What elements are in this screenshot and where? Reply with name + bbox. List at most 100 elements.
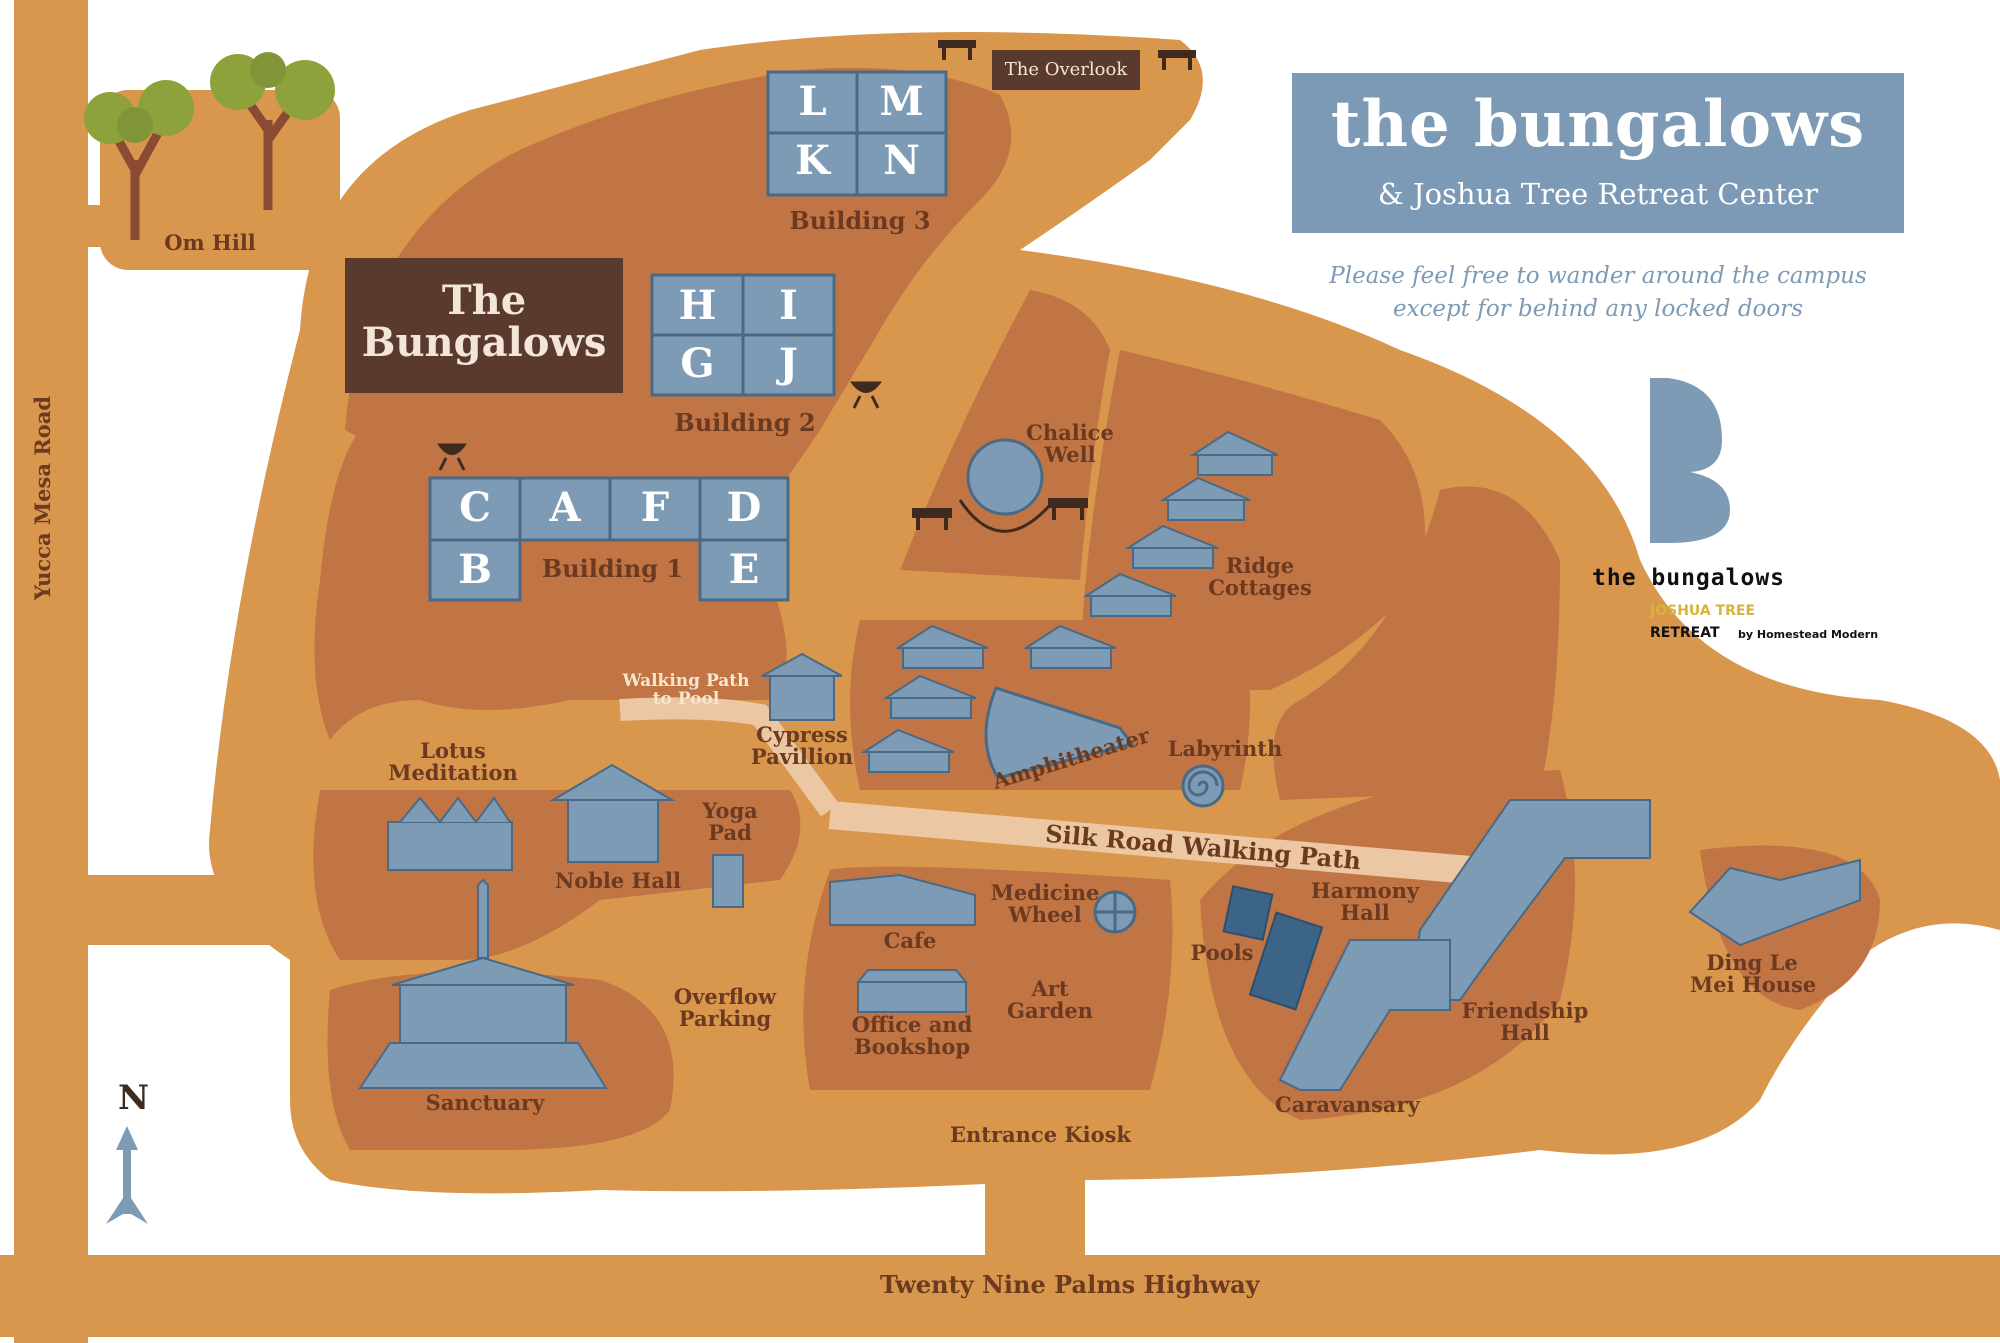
- overflow-parking-label: Overflow Parking: [670, 984, 780, 1032]
- yoga-pad-label: Yoga Pad: [695, 798, 765, 846]
- yoga-label-2: Pad: [708, 820, 752, 846]
- office-and-bookshop-label: Office and Bookshop: [850, 1012, 974, 1060]
- ridge-cottages-label-2: Cottages: [1208, 575, 1312, 601]
- zone-east: [1273, 486, 1560, 800]
- twenty-nine-palms-highway-label: Twenty Nine Palms Highway: [880, 1270, 1260, 1299]
- overflow-label-1: Overflow: [673, 984, 777, 1009]
- om-hill-label: Om Hill: [164, 230, 256, 255]
- north-arrow-icon: [106, 1126, 148, 1224]
- twenty-nine-palms-highway: [0, 1255, 2000, 1337]
- yoga-pad-shape: [712, 854, 744, 908]
- building-1-label: Building 1: [541, 554, 684, 583]
- unit-d: D: [726, 484, 762, 531]
- harmony-label-1: Harmony: [1310, 878, 1420, 903]
- letter-b-logo-icon: [1650, 378, 1730, 543]
- chalice-well-label-1: Chalice: [1026, 420, 1114, 445]
- unit-i: I: [779, 282, 798, 329]
- unit-f: F: [640, 484, 670, 531]
- sanctuary-label: Sanctuary: [425, 1090, 545, 1115]
- office-label-2: Bookshop: [853, 1034, 971, 1060]
- pool-small-shape: [1222, 885, 1274, 941]
- cottage-icon: [1022, 624, 1117, 669]
- unit-b: B: [458, 546, 492, 593]
- medicine-label-1: Medicine: [990, 880, 1100, 905]
- page-subtitle: & Joshua Tree Retreat Center: [1377, 177, 1819, 211]
- noble-hall-label: Noble Hall: [555, 868, 681, 893]
- unit-a: A: [549, 484, 581, 531]
- joshua-tree-icon: [210, 52, 335, 210]
- building-3-label: Building 3: [789, 206, 931, 235]
- cottage-icon: [882, 674, 977, 719]
- brand-name: the bungalows: [1592, 565, 1786, 591]
- bungalows-label-line-2: Bungalows: [361, 319, 607, 366]
- yucca-mesa-road: [14, 0, 88, 1343]
- unit-h: H: [678, 282, 717, 329]
- office-label-1: Office and: [851, 1012, 973, 1037]
- cypress-label-1: Cypress: [756, 722, 848, 747]
- medicine-wheel-icon: [1093, 890, 1137, 934]
- unit-l: L: [798, 78, 827, 125]
- cottage-icon: [1124, 524, 1219, 569]
- bbq-grill-icon: [437, 443, 467, 471]
- overlook-label: The Overlook: [992, 50, 1140, 90]
- medicine-wheel-label: Medicine Wheel: [990, 880, 1100, 928]
- ding-label-2: Mei House: [1690, 972, 1817, 998]
- pools-label: Pools: [1190, 940, 1254, 965]
- amphitheater-shape: [984, 686, 1135, 780]
- bench-icon: [1048, 498, 1088, 520]
- unit-j: J: [779, 340, 798, 387]
- lotus-meditation-shape: [387, 796, 513, 871]
- harmony-hall-label: Harmony Hall: [1310, 878, 1420, 924]
- cafe-shape: [829, 873, 976, 926]
- yoga-label-1: Yoga: [702, 798, 758, 823]
- cypress-pavillion-shape: [761, 652, 843, 721]
- tagline-line-2: except for behind any locked doors: [1392, 296, 1804, 323]
- unit-g: G: [680, 340, 715, 387]
- friendship-hall-label: Friendship Hall: [1455, 998, 1595, 1044]
- pool-large-shape: [1248, 911, 1324, 1011]
- silk-road-walking-path: [828, 801, 1472, 884]
- ridge-cottages-label: Ridge Cottages: [1205, 553, 1315, 601]
- friendship-label-1: Friendship: [1461, 998, 1589, 1023]
- walking-path-label-1: Walking Path: [622, 671, 750, 691]
- bench-icon: [1158, 50, 1196, 70]
- noble-hall-shape: [549, 763, 676, 863]
- lotus-meditation-label: Lotus Meditation: [388, 739, 518, 786]
- unit-c: C: [459, 484, 491, 531]
- cottage-icon: [860, 728, 955, 773]
- office-bookshop-shape: [855, 969, 969, 1013]
- medicine-label-2: Wheel: [1008, 902, 1082, 928]
- cottage-icon: [894, 624, 989, 669]
- cottage-icon: [1082, 572, 1177, 617]
- page-title: the bungalows: [1330, 87, 1866, 162]
- walking-path-to-pool-label: Walking Path to Pool: [618, 671, 754, 709]
- cypress-label-2: Pavillion: [750, 744, 854, 770]
- ding-le-mei-house-shape: [1688, 858, 1861, 947]
- unit-e: E: [728, 546, 760, 593]
- building-3-shape: [766, 70, 948, 197]
- art-label-1: Art: [1031, 976, 1069, 1001]
- ridge-cottages-label-1: Ridge: [1225, 553, 1295, 578]
- art-label-2: Garden: [1007, 998, 1093, 1024]
- yucca-mesa-road-label: Yucca Mesa Road: [30, 395, 55, 600]
- entrance-kiosk-label: Entrance Kiosk: [950, 1122, 1131, 1147]
- labyrinth-spiral-icon: [1181, 764, 1225, 808]
- ding-le-mei-house-label: Ding Le Mei House: [1690, 950, 1817, 998]
- unit-m: M: [879, 78, 924, 125]
- unit-k: K: [795, 137, 830, 184]
- cottage-icon: [1189, 430, 1279, 476]
- cafe-label: Cafe: [883, 928, 937, 953]
- overflow-label-2: Parking: [678, 1006, 772, 1032]
- building-2-label: Building 2: [674, 408, 816, 437]
- bench-icon: [938, 40, 976, 60]
- chalice-well-shape: [958, 438, 1052, 533]
- labyrinth-label: Labyrinth: [1167, 736, 1283, 761]
- walking-path-label-2: to Pool: [652, 688, 720, 709]
- lotus-label-2: Meditation: [388, 760, 518, 786]
- ding-label-1: Ding Le: [1706, 950, 1798, 975]
- caravansary-shape: [1278, 939, 1451, 1091]
- north-label: N: [118, 1078, 150, 1118]
- chalice-well-label-2: Well: [1044, 442, 1096, 468]
- chalice-well-label: Chalice Well: [1020, 420, 1120, 468]
